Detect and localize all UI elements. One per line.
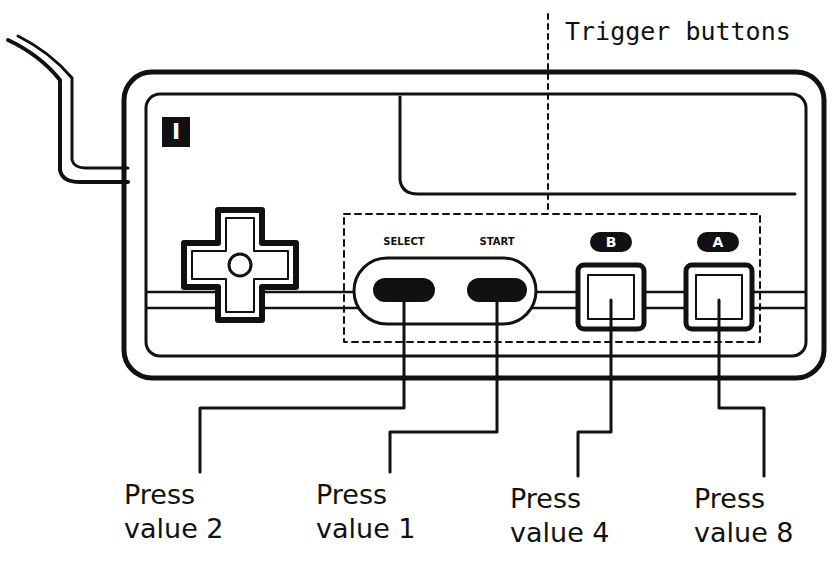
group-label: Trigger buttons: [565, 16, 825, 47]
press-value-label: Press value 4: [510, 482, 630, 550]
press-value-label: Press value 1: [316, 478, 436, 546]
button-badge: A: [697, 232, 739, 252]
button-name: SELECT: [364, 236, 444, 249]
button-name: START: [458, 236, 536, 249]
press-value-label: Press value 8: [694, 482, 814, 550]
button-badge: B: [590, 232, 632, 252]
player-badge: I: [162, 117, 190, 147]
press-value-label: Press value 2: [124, 478, 244, 546]
